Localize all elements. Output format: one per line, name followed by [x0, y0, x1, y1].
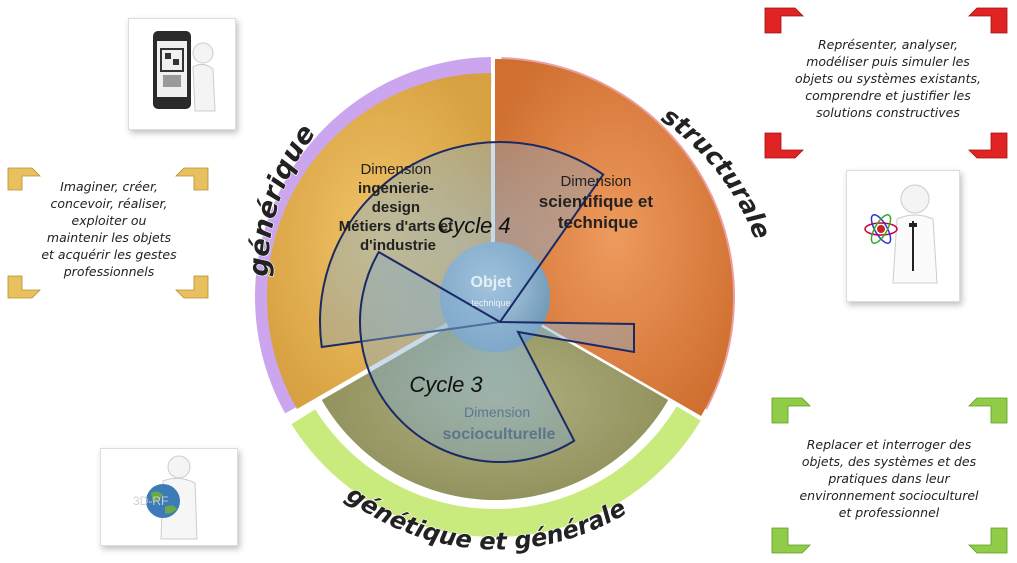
person-with-globe-photo: 3D-RF	[100, 448, 238, 546]
ingenierie-line-3: design	[372, 199, 420, 216]
scientist-with-atom-icon	[864, 184, 938, 284]
center-subtitle: technique	[471, 298, 510, 308]
bottom-right-caption-frame	[771, 397, 1008, 554]
top-right-caption-line: comprendre et justifier les	[805, 88, 971, 103]
center-title: Objet	[471, 274, 513, 291]
left-caption-line: Imaginer, créer,	[60, 179, 158, 194]
top-right-caption-line: Représenter, analyser,	[817, 37, 959, 52]
cycle-3-area	[359, 250, 635, 464]
bottom-right-caption-line: environnement socioculturel	[799, 488, 979, 503]
top-right-caption-line: solutions constructives	[816, 105, 960, 120]
person-with-phone-photo	[128, 18, 236, 130]
left-caption-line: exploiter ou	[71, 213, 147, 228]
left-caption-line: et acquérir les gestes	[41, 247, 177, 262]
left-caption-line: professionnels	[63, 264, 155, 279]
svg-text:Dimension ingénierie-: Dimension ingénierie- design Métiers d'a…	[339, 161, 458, 254]
genetique-arc	[291, 406, 701, 537]
top-right-caption: Représenter, analyser, modéliser puis si…	[778, 36, 998, 121]
bottom-right-caption-line: objets, des systèmes et des	[801, 454, 977, 469]
socioculturelle-line-1: Dimension	[464, 404, 530, 420]
top-right-caption-frame	[764, 7, 1008, 159]
person-with-phone-icon	[153, 31, 216, 112]
left-caption: Imaginer, créer, concevoir, réaliser, ex…	[22, 178, 196, 280]
cycle-4-label: Cycle 4	[437, 213, 510, 238]
bottom-right-caption-line: et professionnel	[838, 505, 940, 520]
left-caption-frame	[7, 167, 209, 299]
left-caption-line: maintenir les objets	[46, 230, 172, 245]
top-right-caption-line: modéliser puis simuler les	[806, 54, 970, 69]
socioculturelle-line-2: socioculturelle	[443, 426, 556, 443]
bottom-right-caption-line: Replacer et interroger des	[806, 437, 972, 452]
bottom-right-caption: Replacer et interroger des objets, des s…	[778, 436, 1000, 521]
scientifique-line-1: Dimension	[560, 173, 631, 190]
svg-text:Dimension scientifique et: Dimension scientifique et technique	[539, 173, 657, 232]
person-with-globe-icon: 3D-RF	[133, 455, 198, 540]
svg-text:Dimension socioculturelle: Dimension socioculturelle	[443, 404, 556, 443]
top-right-caption-line: objets ou systèmes existants,	[795, 71, 981, 86]
bottom-right-caption-line: pratiques dans leur	[828, 471, 950, 486]
ingenierie-line-4: Métiers d'arts et	[339, 218, 453, 235]
watermark-text: 3D-RF	[133, 494, 168, 508]
generique-arc	[255, 57, 492, 414]
ingenierie-line-5: d'industrie	[360, 237, 436, 254]
scientifique-line-3: technique	[558, 213, 638, 232]
ingenierie-line-2: ingénierie-	[358, 180, 434, 197]
left-caption-line: concevoir, réaliser,	[50, 196, 168, 211]
cycle-3-label: Cycle 3	[409, 372, 483, 397]
scientifique-line-2: scientifique et	[539, 192, 654, 211]
ingenierie-line-1: Dimension	[360, 161, 431, 178]
scientist-with-atom-photo	[846, 170, 960, 302]
